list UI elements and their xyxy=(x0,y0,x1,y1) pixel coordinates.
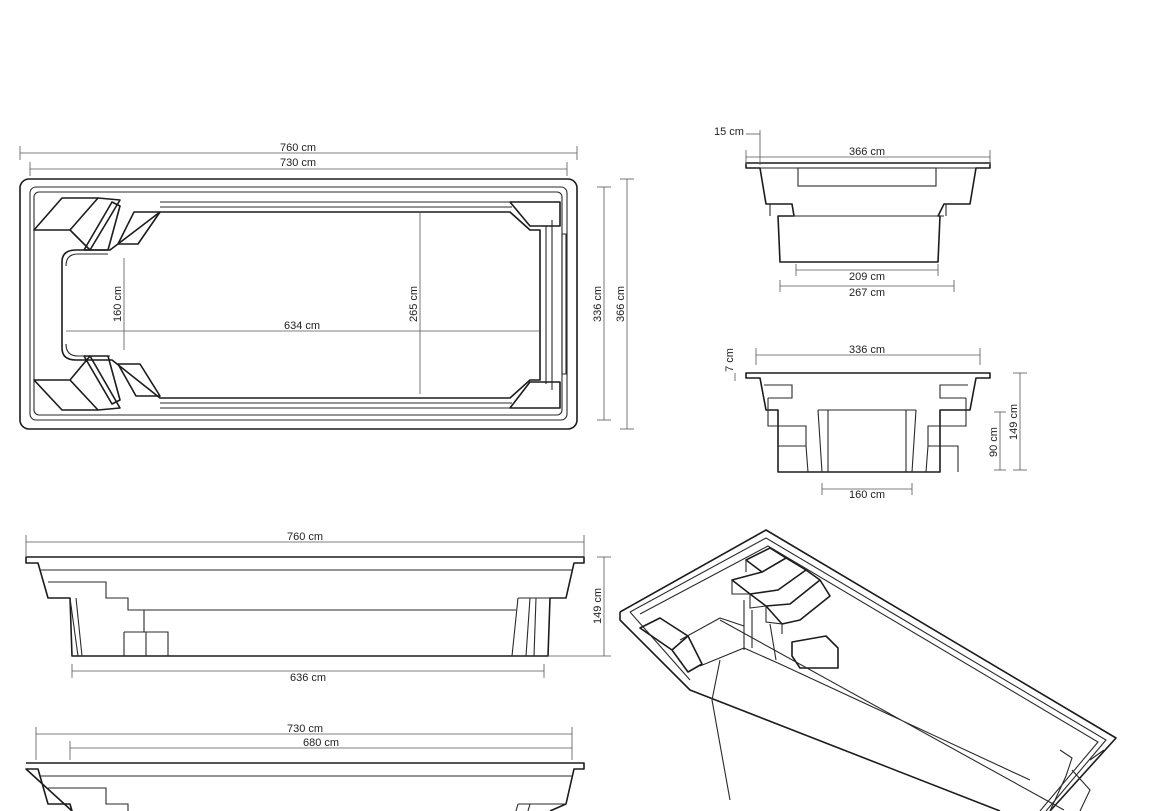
plan-seat-bottom-right xyxy=(509,381,561,409)
plan-inner-rim xyxy=(29,186,568,421)
end-top-bottom-inner: 209 cm xyxy=(849,271,885,283)
end-top-lip: 15 cm xyxy=(714,126,744,138)
end-top-top-width: 366 cm xyxy=(849,146,885,158)
iso-inner-rim xyxy=(629,537,1107,811)
plan-width-outer: 366 cm xyxy=(615,286,627,322)
plan-bench-line xyxy=(65,253,110,357)
end-section-top: 15 cm 366 cm 209 cm 267 cm xyxy=(714,126,991,299)
end-bottom-dimensions xyxy=(734,348,1027,495)
plan-floor-outline xyxy=(61,211,541,399)
end-top-bottom-outer: 267 cm xyxy=(849,287,885,299)
side-top-floor-length: 636 cm xyxy=(290,672,326,684)
end-bottom-depth-total: 149 cm xyxy=(1008,404,1020,440)
iso-floor-lines xyxy=(679,617,1065,811)
plan-length-outer: 760 cm xyxy=(280,142,316,154)
plan-view: 760 cm 730 cm 336 cm 366 cm 265 cm 634 c… xyxy=(19,142,634,430)
side-section-top: 760 cm 149 cm 636 cm xyxy=(25,531,611,684)
end-bottom-top-width: 336 cm xyxy=(849,344,885,356)
end-top-profile xyxy=(745,162,991,263)
end-bottom-steps-left xyxy=(764,384,809,473)
plan-wall-line-right xyxy=(545,220,567,390)
end-top-wall-lines xyxy=(760,167,976,217)
plan-wall-line-bottom xyxy=(160,402,514,409)
side-top-wall-lines xyxy=(40,569,572,656)
side-top-left-wall xyxy=(69,597,83,657)
plan-stairs-top xyxy=(33,197,161,251)
end-top-seat xyxy=(797,167,937,187)
side-top-profile xyxy=(25,556,585,657)
plan-bench-depth: 160 cm xyxy=(112,286,124,322)
plan-length-inner: 730 cm xyxy=(280,157,316,169)
end-bottom-steps-right xyxy=(925,384,968,473)
side-bottom-dimensions xyxy=(35,727,573,760)
side-bottom-wall-lines xyxy=(40,775,572,811)
end-bottom-floor-walls xyxy=(817,409,917,473)
plan-outer-rim xyxy=(19,178,578,430)
plan-width-inner: 336 cm xyxy=(592,286,604,322)
iso-bench-left xyxy=(639,617,703,673)
plan-inner-width: 265 cm xyxy=(408,286,420,322)
plan-seat-top-right xyxy=(509,201,561,227)
end-top-dimensions xyxy=(745,130,991,292)
side-top-length: 760 cm xyxy=(287,531,323,543)
plan-dimensions xyxy=(19,146,634,430)
side-bottom-length-outer: 730 cm xyxy=(287,723,323,735)
side-bottom-length-inner: 680 cm xyxy=(303,737,339,749)
side-bottom-profile xyxy=(25,762,585,811)
plan-stairs-bottom xyxy=(33,355,161,411)
end-bottom-lip: 7 cm xyxy=(724,348,736,372)
plan-floor-length: 634 cm xyxy=(284,320,320,332)
iso-right-end xyxy=(1049,749,1105,811)
side-top-dimensions xyxy=(25,535,611,678)
plan-wall-line-top xyxy=(160,201,514,208)
isometric-view xyxy=(619,529,1117,811)
end-bottom-step-depth: 90 cm xyxy=(988,427,1000,457)
end-bottom-floor-width: 160 cm xyxy=(849,489,885,501)
side-section-bottom: 730 cm 680 cm xyxy=(25,723,585,811)
iso-outer-rim xyxy=(619,529,1117,811)
iso-inner-rim-2 xyxy=(639,545,1099,811)
end-section-bottom: 7 cm 336 cm 149 cm 90 cm 160 cm xyxy=(724,344,1027,501)
iso-stairs xyxy=(731,547,839,669)
side-top-depth: 149 cm xyxy=(592,588,604,624)
end-bottom-profile xyxy=(745,372,991,473)
iso-outer-rim-front xyxy=(619,612,1001,811)
side-top-right-wall xyxy=(511,597,566,657)
iso-stair-faces xyxy=(731,560,783,661)
